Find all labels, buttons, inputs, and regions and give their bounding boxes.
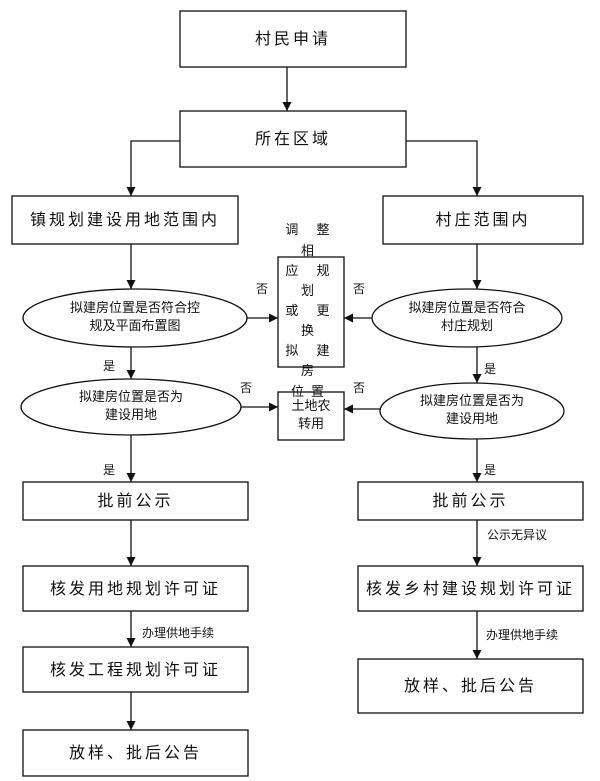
edge-label-no-4: 否 [353,381,366,395]
edge-label-no-objection: 公示无异议 [487,528,548,542]
permit-project-box [22,646,249,693]
edge-label-land-supply-1: 办理供地手续 [142,626,215,640]
permit-land-box [22,565,249,612]
edge-label-yes-1: 是 [103,359,116,373]
village-scope-box [382,195,584,245]
arrow-region-village [406,140,482,196]
check-land-right-decision [379,382,565,440]
edge-label-no-2: 否 [353,282,366,296]
edge-label-yes-3: 是 [103,463,116,477]
region-box [179,110,407,168]
edge-label-no-3: 否 [240,381,253,395]
convert-box [277,391,345,441]
adjust-box [277,256,345,368]
town-scope-box [11,195,239,245]
publish-left-box [22,481,249,521]
check-land-left-decision [20,378,242,436]
final-left-box [22,729,249,777]
edge-label-yes-4: 是 [484,463,497,477]
publish-right-box [357,481,584,521]
check-village-plan-decision [371,288,563,348]
apply-box [179,10,407,68]
edge-label-no-1: 否 [256,282,269,296]
permit-rural-box [357,565,584,612]
final-right-box [357,658,584,714]
edge-label-yes-2: 是 [484,362,497,376]
check-plan-decision [22,288,248,348]
edge-label-land-supply-2: 办理供地手续 [486,628,559,642]
arrow-region-town [126,140,180,196]
